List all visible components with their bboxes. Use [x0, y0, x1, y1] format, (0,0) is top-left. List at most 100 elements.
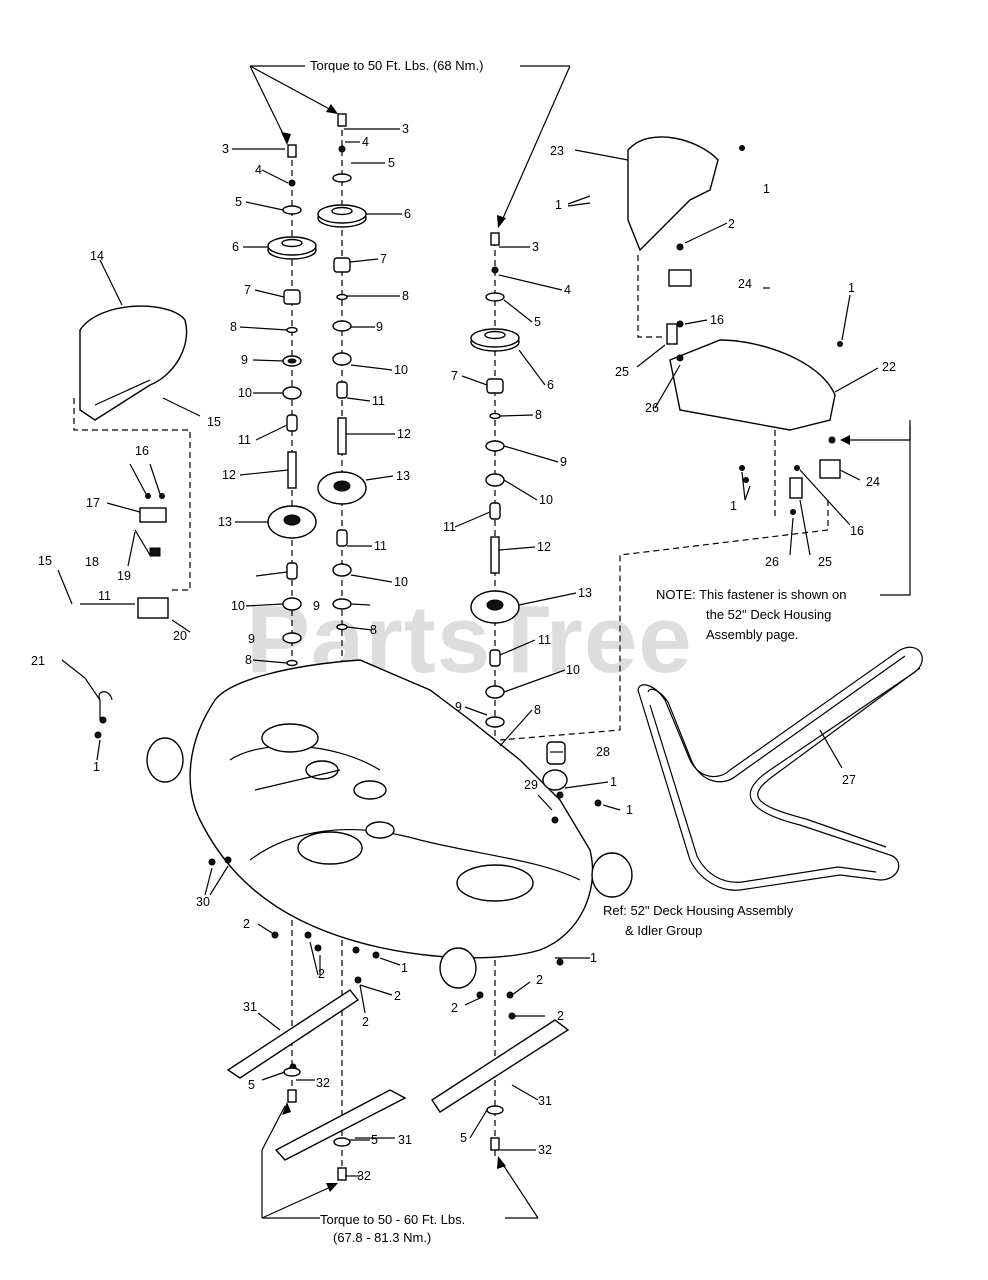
callout-number: 2 — [536, 973, 543, 987]
bracket-21 — [61, 659, 113, 761]
callout-number: 1 — [590, 951, 597, 965]
callout-number: 12 — [222, 468, 236, 482]
callout-number: 1 — [848, 281, 855, 295]
callout-number: 2 — [557, 1009, 564, 1023]
callout-number: 16 — [710, 313, 724, 327]
fastener-note-line-3: Assembly page. — [706, 627, 799, 642]
callout-number: 28 — [596, 745, 610, 759]
callout-number: 5 — [534, 315, 541, 329]
callout-number: 2 — [243, 917, 250, 931]
callout-number: 12 — [537, 540, 551, 554]
callout-number: 1 — [763, 182, 770, 196]
callout-number: 25 — [818, 555, 832, 569]
callout-number: 31 — [538, 1094, 552, 1108]
torque-top-arrows — [249, 65, 571, 228]
callout-number: 16 — [135, 444, 149, 458]
callout-number: 10 — [231, 599, 245, 613]
callout-number: 11 — [538, 633, 551, 647]
callout-number: 10 — [394, 363, 408, 377]
fastener-note-line-1: NOTE: This fastener is shown on — [656, 587, 847, 602]
torque-bottom-arrows — [261, 1102, 539, 1219]
callout-number: 20 — [173, 629, 187, 643]
drive-belt — [637, 646, 923, 891]
callout-number: 2 — [318, 967, 325, 981]
callout-leaders — [57, 128, 861, 1177]
callout-number: 24 — [866, 475, 880, 489]
callout-number: 8 — [534, 703, 541, 717]
callout-number: 3 — [222, 142, 229, 156]
callout-number: 3 — [532, 240, 539, 254]
callout-number: 25 — [615, 365, 629, 379]
callout-number: 32 — [357, 1169, 371, 1183]
callout-number: 13 — [396, 469, 410, 483]
callout-number: 9 — [248, 632, 255, 646]
callout-number: 16 — [850, 524, 864, 538]
belt-cover-right — [499, 136, 911, 741]
callout-number: 11 — [443, 520, 456, 534]
callout-number: 4 — [362, 135, 369, 149]
callout-number: 6 — [232, 240, 239, 254]
callout-number: 10 — [394, 575, 408, 589]
belt-guard-left — [73, 259, 191, 591]
reference-note-line-2: & Idler Group — [625, 923, 703, 938]
deck-housing — [146, 659, 633, 989]
callout-number: 10 — [566, 663, 580, 677]
reference-note-line-1: Ref: 52" Deck Housing Assembly — [603, 903, 794, 918]
fastener-note-line-2: the 52" Deck Housing — [706, 607, 832, 622]
callout-number: 1 — [93, 760, 100, 774]
callout-number: 1 — [401, 961, 408, 975]
callout-number: 8 — [245, 653, 252, 667]
callout-number: 10 — [238, 386, 252, 400]
torque-note-bottom-line-2: (67.8 - 81.3 Nm.) — [333, 1230, 432, 1245]
callout-number: 10 — [539, 493, 553, 507]
torque-note-top: Torque to 50 Ft. Lbs. (68 Nm.) — [310, 58, 484, 73]
callout-number: 5 — [388, 156, 395, 170]
callout-number: 31 — [243, 1000, 257, 1014]
callout-number: 26 — [765, 555, 779, 569]
callout-number: 2 — [362, 1015, 369, 1029]
callout-number: 8 — [370, 623, 377, 637]
callout-number: 1 — [626, 803, 633, 817]
callout-number: 2 — [394, 989, 401, 1003]
callout-number: 7 — [451, 369, 458, 383]
callout-number: 27 — [842, 773, 856, 787]
callout-number: 14 — [90, 249, 104, 263]
callout-number: 8 — [402, 289, 409, 303]
callout-number: 26 — [645, 401, 659, 415]
callout-number: 8 — [230, 320, 237, 334]
callout-number: 3 — [402, 122, 409, 136]
callout-number: 2 — [451, 1001, 458, 1015]
callout-number: 11 — [374, 539, 387, 553]
callout-number: 8 — [535, 408, 542, 422]
callout-number: 15 — [38, 554, 52, 568]
callout-number: 29 — [524, 778, 538, 792]
bracket-parts-left — [80, 493, 169, 619]
callout-number: 23 — [550, 144, 564, 158]
callout-number: 13 — [218, 515, 232, 529]
callout-number: 6 — [547, 378, 554, 392]
callout-number: 31 — [398, 1133, 412, 1147]
callout-number: 7 — [380, 252, 387, 266]
callout-number: 13 — [578, 586, 592, 600]
callout-number: 32 — [538, 1143, 552, 1157]
callout-number: 5 — [460, 1131, 467, 1145]
callout-number: 5 — [248, 1078, 255, 1092]
callout-number: 12 — [397, 427, 411, 441]
callout-number: 1 — [730, 499, 737, 513]
left-spindle-stack — [267, 144, 317, 1100]
mower-blades — [226, 989, 570, 1181]
callout-number: 30 — [196, 895, 210, 909]
callout-number: 4 — [255, 163, 262, 177]
callout-number: 17 — [86, 496, 100, 510]
callout-number: 4 — [564, 283, 571, 297]
callout-number: 11 — [238, 433, 251, 447]
callout-number: 18 — [85, 555, 99, 569]
right-spindle-stack — [470, 232, 520, 1160]
callout-number: 1 — [555, 198, 562, 212]
callout-number: 9 — [560, 455, 567, 469]
callout-number: 5 — [371, 1133, 378, 1147]
callout-number: 2 — [728, 217, 735, 231]
callout-number: 24 — [738, 277, 752, 291]
